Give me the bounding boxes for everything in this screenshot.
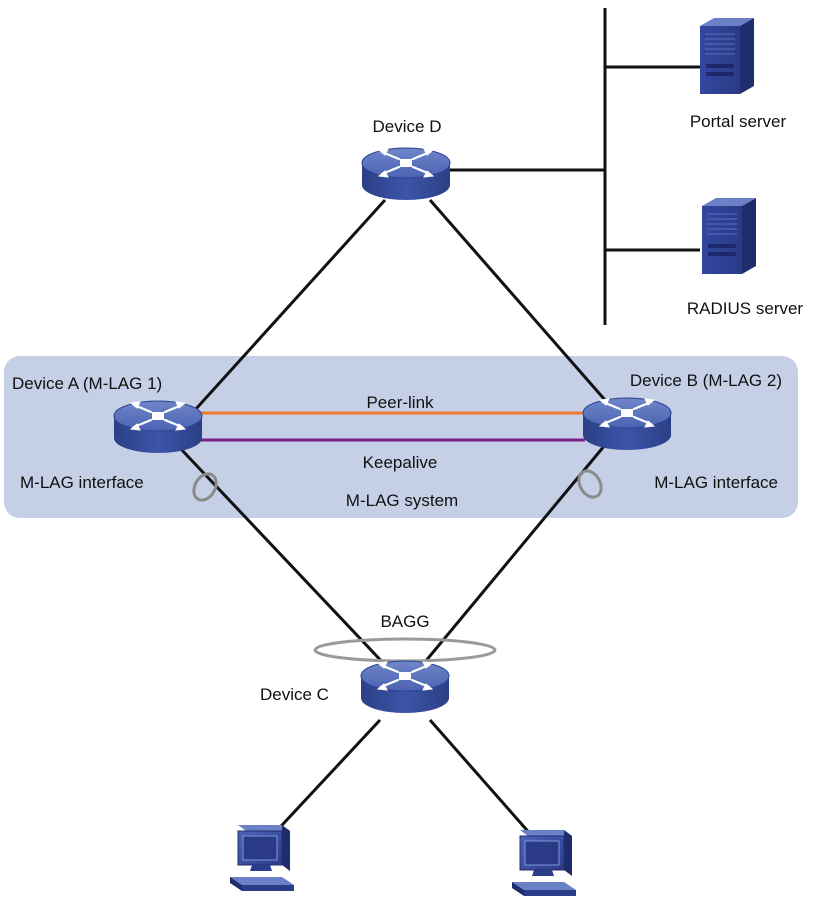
- server-bus: [448, 8, 700, 325]
- device-d-icon: [360, 146, 452, 202]
- mlag-system-label: M-LAG system: [346, 491, 458, 510]
- device-a-label: Device A (M-LAG 1): [12, 374, 162, 393]
- host-left-icon: [229, 824, 295, 892]
- device-b-label: Device B (M-LAG 2): [630, 371, 782, 390]
- bagg-ring: [313, 637, 497, 663]
- uplinks: [193, 198, 607, 412]
- portal-server-icon: [699, 17, 755, 95]
- keepalive-label: Keepalive: [363, 453, 438, 472]
- mlag-interface-ring-left: [192, 472, 218, 502]
- device-d-label: Device D: [373, 117, 442, 136]
- radius-server-label: RADIUS server: [687, 299, 804, 318]
- peer-link-label: Peer-link: [366, 393, 434, 412]
- bagg-label: BAGG: [380, 612, 429, 631]
- device-c-icon: [359, 659, 451, 715]
- mlag-interface-right-label: M-LAG interface: [654, 473, 778, 492]
- host-right-icon: [511, 829, 577, 897]
- portal-server-label: Portal server: [690, 112, 787, 131]
- mlag-interface-left-label: M-LAG interface: [20, 473, 144, 492]
- device-b-icon: [581, 396, 673, 452]
- device-a-icon: [112, 399, 204, 455]
- radius-server-icon: [701, 197, 757, 275]
- mlag-interface-ring-right: [577, 469, 603, 499]
- device-c-label: Device C: [260, 685, 329, 704]
